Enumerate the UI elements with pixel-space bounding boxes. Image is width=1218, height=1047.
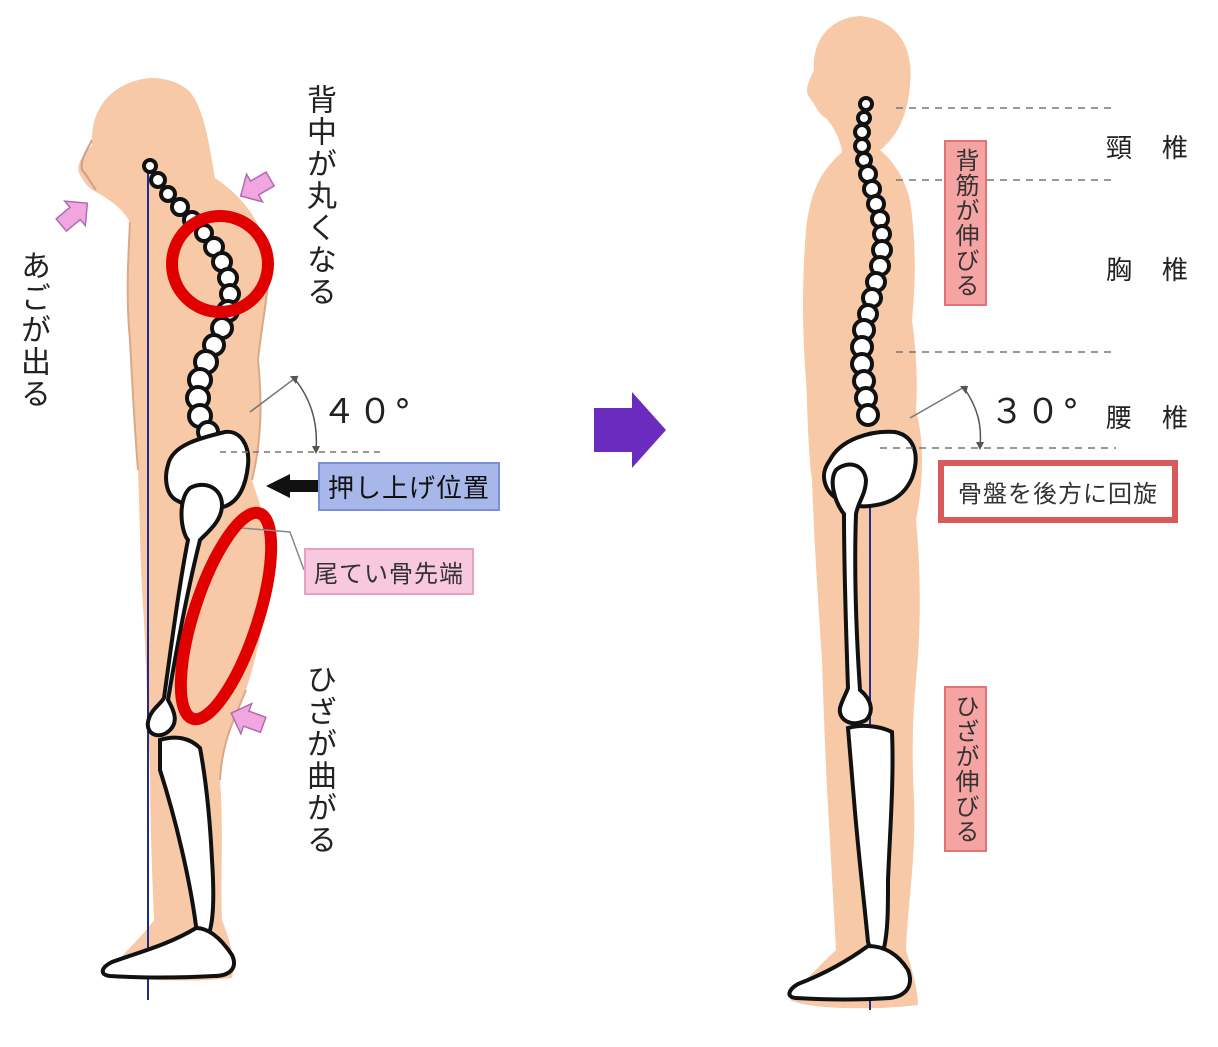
left-angle-label: ４０°: [322, 384, 413, 433]
right-angle-tilt-line: [910, 386, 966, 418]
transition-arrow-icon: [594, 392, 666, 468]
lumbar-label: 腰 椎: [1106, 398, 1190, 435]
pelvis-rotate-label: 骨盤を後方に回旋: [938, 460, 1178, 523]
thoracic-label: 胸 椎: [1106, 250, 1190, 287]
knee-stretch-label: ひざが伸びる: [944, 686, 987, 852]
right-angle-label: ３０°: [990, 384, 1081, 433]
knee-bends-label: ひざが曲がる: [296, 664, 340, 856]
back-muscles-stretch-label: 背筋が伸びる: [944, 140, 987, 306]
chin-out-label: あごが出る: [10, 250, 54, 410]
right-angle-arc: [964, 388, 980, 446]
push-arrow-icon: [266, 474, 320, 498]
coccyx-tip-label: 尾てい骨先端: [304, 548, 474, 595]
left-angle-arc: [294, 378, 316, 450]
cervical-label: 頸 椎: [1106, 128, 1190, 165]
back-rounds-label: 背中が丸くなる: [296, 84, 340, 308]
pink-arrow-icon-chin: [51, 191, 98, 237]
push-position-label: 押し上げ位置: [318, 462, 500, 511]
